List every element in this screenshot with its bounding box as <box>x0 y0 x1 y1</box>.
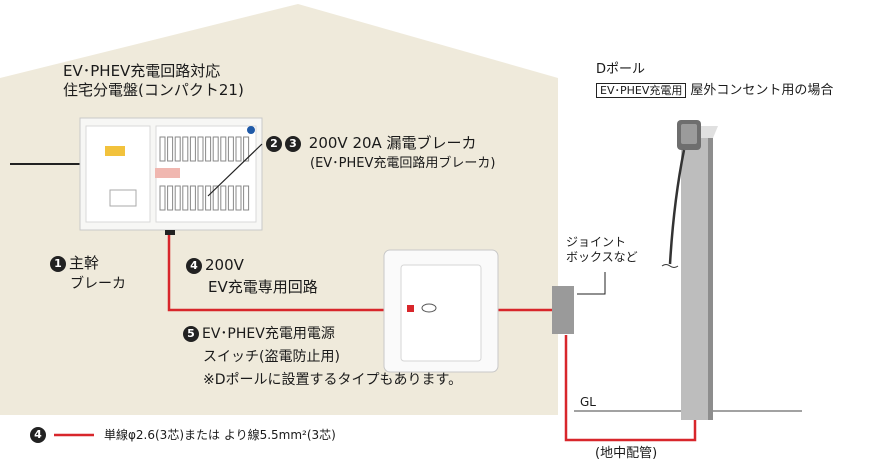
underground-label: (地中配管) <box>595 446 658 461</box>
breaker-switch <box>212 185 219 211</box>
marker-2: 2 <box>266 136 282 152</box>
joint-line2: ボックスなど <box>566 250 638 264</box>
marker-5: 5 <box>183 326 199 342</box>
breaker-switch <box>167 185 174 211</box>
ev-circuit-wire <box>167 235 384 312</box>
breaker-switch <box>205 185 212 211</box>
circuit-line2: EV充電専用回路 <box>208 278 318 296</box>
breaker-switch <box>174 136 181 162</box>
switch-line1: EV･PHEV充電用電源 <box>202 326 335 342</box>
breaker-switch <box>159 185 166 211</box>
breaker-switch <box>235 185 242 211</box>
breaker-switch <box>205 136 212 162</box>
breaker-switch <box>243 136 250 162</box>
breaker-switch <box>235 136 242 162</box>
ev-breaker-line1: 200V 20A 漏電ブレーカ <box>308 134 477 152</box>
main-breaker-line1: 主幹 <box>69 254 100 272</box>
joint-label: ジョイント ボックスなど <box>566 235 638 265</box>
breaker-switch <box>212 136 219 162</box>
marker-4: 4 <box>186 258 202 274</box>
breaker-leader <box>207 143 263 197</box>
breaker-switch <box>174 185 181 211</box>
ev-breaker-line2: (EV･PHEV充電回路用ブレーカ) <box>310 156 496 171</box>
breaker-switch <box>197 185 204 211</box>
main-breaker-line2: ブレーカ <box>70 276 126 292</box>
joint-leader <box>577 272 606 295</box>
joint-line1: ジョイント <box>566 235 627 249</box>
breaker-switch <box>227 185 234 211</box>
joint-box <box>552 286 574 334</box>
breaker-switch <box>220 136 227 162</box>
legend-marker: 4 <box>30 427 46 443</box>
ev-power-switch <box>383 249 499 373</box>
panel-title: EV･PHEV充電回路対応 住宅分電盤(コンパクト21) <box>63 62 244 100</box>
panel-title-line2: 住宅分電盤(コンパクト21) <box>63 80 244 99</box>
switch-line2: スイッチ(盗電防止用) <box>203 349 340 365</box>
legend-text: 単線φ2.6(3芯)または より線5.5mm²(3芯) <box>104 428 336 442</box>
breaker-switch <box>227 136 234 162</box>
distribution-panel <box>79 117 263 235</box>
marker-3: 3 <box>285 136 301 152</box>
breaker-switch <box>220 185 227 211</box>
legend-marker-wrap: 4 <box>30 427 49 443</box>
marker-1: 1 <box>50 256 66 272</box>
breaker-switch <box>182 185 189 211</box>
gl-label: GL <box>580 395 596 409</box>
breaker-switch <box>182 136 189 162</box>
pole-subtitle-row: EV･PHEV充電用屋外コンセント用の場合 <box>596 83 833 99</box>
breaker-switch <box>189 185 196 211</box>
breaker-switch <box>197 136 204 162</box>
pole-subtitle: 屋外コンセント用の場合 <box>690 83 834 98</box>
pole-title: Dポール <box>596 62 646 77</box>
panel-title-line1: EV･PHEV充電回路対応 <box>63 62 221 80</box>
pole-tag: EV･PHEV充電用 <box>596 83 687 98</box>
breaker-switch <box>159 136 166 162</box>
circuit-line1: 200V <box>205 256 244 274</box>
d-pole <box>661 120 718 420</box>
switch-note: ※Dポールに設置するタイプもあります。 <box>203 372 463 388</box>
breaker-switch <box>167 136 174 162</box>
underground-wire <box>564 335 697 442</box>
breaker-switch <box>189 136 196 162</box>
breaker-switch <box>243 185 250 211</box>
